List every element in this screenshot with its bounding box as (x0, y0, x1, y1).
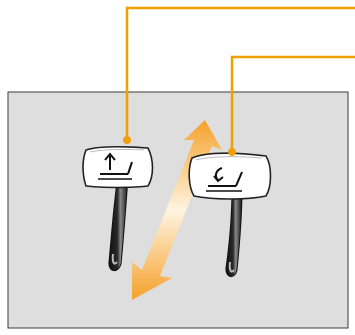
backrest-tilt-icon (206, 167, 243, 192)
seat-raise-icon (98, 152, 133, 180)
backrest-tilt-lever (188, 152, 272, 277)
callout-marker-backrest-tilt (228, 148, 236, 156)
callout-lines (123, 6, 355, 156)
seat-height-lever (82, 145, 154, 271)
callout-marker-seat-height (123, 136, 131, 144)
